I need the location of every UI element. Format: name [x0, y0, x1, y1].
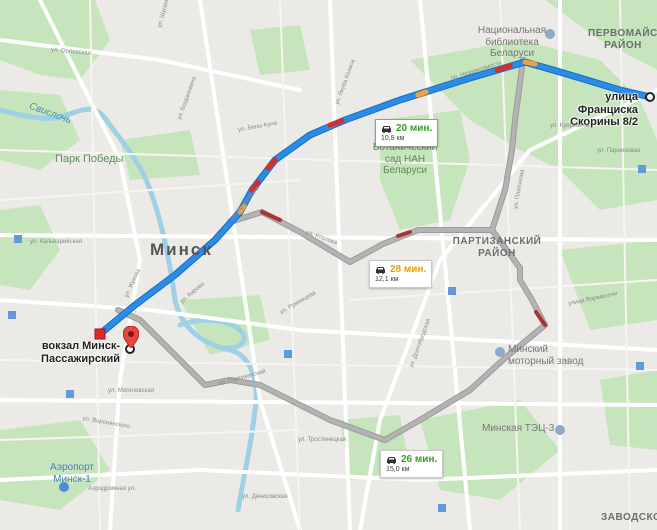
- street-label: ул. Кальварийская: [30, 239, 83, 245]
- route-card-fastest[interactable]: 20 мин. 10,8 км: [375, 119, 439, 147]
- car-icon: [382, 125, 391, 133]
- destination-label: улица Франциска Скорины 8/2: [570, 91, 638, 129]
- district-label-partizansky: ПАРТИЗАНСКИЙ РАЙОН: [452, 236, 542, 259]
- street-label: ул. Парниковая: [597, 148, 641, 154]
- route-card-south[interactable]: 26 мин. 15,0 км: [380, 450, 444, 478]
- street-label: ул. Могилевская: [108, 388, 154, 394]
- car-icon: [376, 266, 385, 274]
- park-label-pobedy: Парк Победы: [55, 153, 124, 165]
- district-label-zavodskoy: ЗАВОДСКОЙ: [601, 512, 657, 523]
- street-label: ул. Купревича: [550, 123, 590, 129]
- start-marker-icon[interactable]: [94, 328, 106, 340]
- route-card-middle[interactable]: 28 мин. 12,1 км: [369, 260, 433, 288]
- poi-label-tec: Минская ТЭЦ-3: [482, 423, 555, 434]
- poi-label-botanic: Ботанический сад НАН Беларуси: [372, 142, 438, 176]
- street-label: ул. Денисовская: [242, 494, 288, 500]
- poi-label-motor: Минский моторный завод: [508, 344, 584, 367]
- route-time: 26 мин.: [401, 454, 438, 465]
- poi-label-airport: Аэропорт Минск-1: [49, 462, 94, 485]
- street-label: Аэродромная ул.: [88, 486, 136, 492]
- route-time: 20 мин.: [396, 123, 433, 134]
- route-time: 28 мин.: [390, 264, 427, 275]
- route-distance: 10,8 км: [381, 135, 405, 142]
- destination-pin-icon[interactable]: [123, 326, 139, 348]
- route-distance: 12,1 км: [375, 276, 399, 283]
- district-label-line: ПЕРВОМАЙСКИЙ РАЙОН: [588, 28, 657, 51]
- street-label: ул. Тростенецкая: [298, 437, 347, 443]
- poi-label-library: Национальная библиотека Беларуси: [477, 25, 547, 59]
- city-label: Минск: [150, 240, 213, 259]
- district-label-pervomaisky: ПЕРВОМАЙСКИЙ РАЙОН: [588, 28, 657, 51]
- origin-label: вокзал Минск-Пассажирский: [41, 340, 120, 365]
- car-icon: [387, 456, 396, 464]
- route-distance: 15,0 км: [386, 466, 410, 473]
